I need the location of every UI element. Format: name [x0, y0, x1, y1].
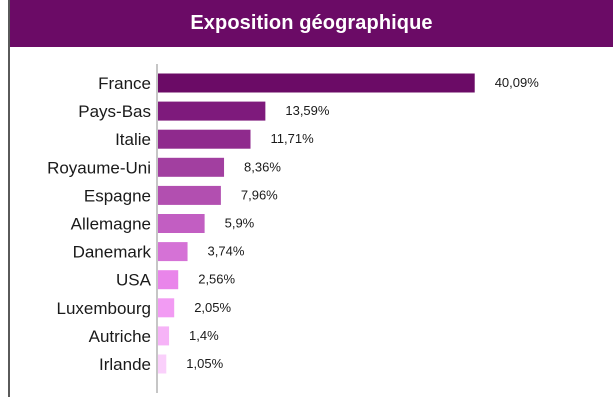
value-label: 13,59% — [285, 103, 330, 118]
bar-pays-bas — [158, 101, 266, 121]
chart-title: Exposition géographique — [190, 12, 433, 34]
bar-royaume-uni — [158, 157, 225, 177]
chart-frame: Exposition géographique France 40,09% Pays… — [8, 0, 613, 397]
category-label: Luxembourg — [56, 299, 151, 318]
category-label: Pays-Bas — [78, 102, 151, 121]
value-label: 7,96% — [241, 187, 278, 202]
bar-irlande — [158, 354, 167, 374]
value-label: 3,74% — [208, 244, 245, 259]
value-label: 1,05% — [186, 356, 223, 371]
bar-usa — [158, 270, 179, 290]
bar-allemagne — [158, 214, 205, 233]
value-label: 5,9% — [225, 216, 255, 231]
value-label: 40,09% — [495, 75, 540, 90]
value-label: 2,05% — [194, 300, 231, 315]
category-label: Autriche — [89, 327, 151, 346]
category-label: Allemagne — [71, 215, 151, 234]
value-label: 8,36% — [244, 159, 281, 174]
bar-italie — [158, 129, 251, 149]
category-label: France — [98, 74, 151, 93]
value-label: 11,71% — [271, 131, 315, 146]
bar-chart: France 40,09% Pays-Bas 13,59% Italie 11,71% Ro… — [47, 64, 540, 393]
category-label: Irlande — [99, 355, 151, 374]
category-label: USA — [116, 271, 152, 290]
category-label: Royaume-Uni — [47, 158, 151, 177]
bar-danemark — [158, 242, 188, 262]
category-label: Italie — [115, 130, 151, 149]
value-label: 1,4% — [189, 328, 219, 343]
category-label: Espagne — [84, 186, 151, 205]
bar-autriche — [158, 326, 170, 346]
category-label: Danemark — [73, 243, 152, 262]
value-label: 2,56% — [198, 272, 235, 287]
chart-title-bar: Exposition géographique — [10, 0, 613, 47]
bar-espagne — [158, 185, 221, 205]
bar-luxembourg — [158, 298, 175, 318]
bar-france — [158, 73, 475, 93]
